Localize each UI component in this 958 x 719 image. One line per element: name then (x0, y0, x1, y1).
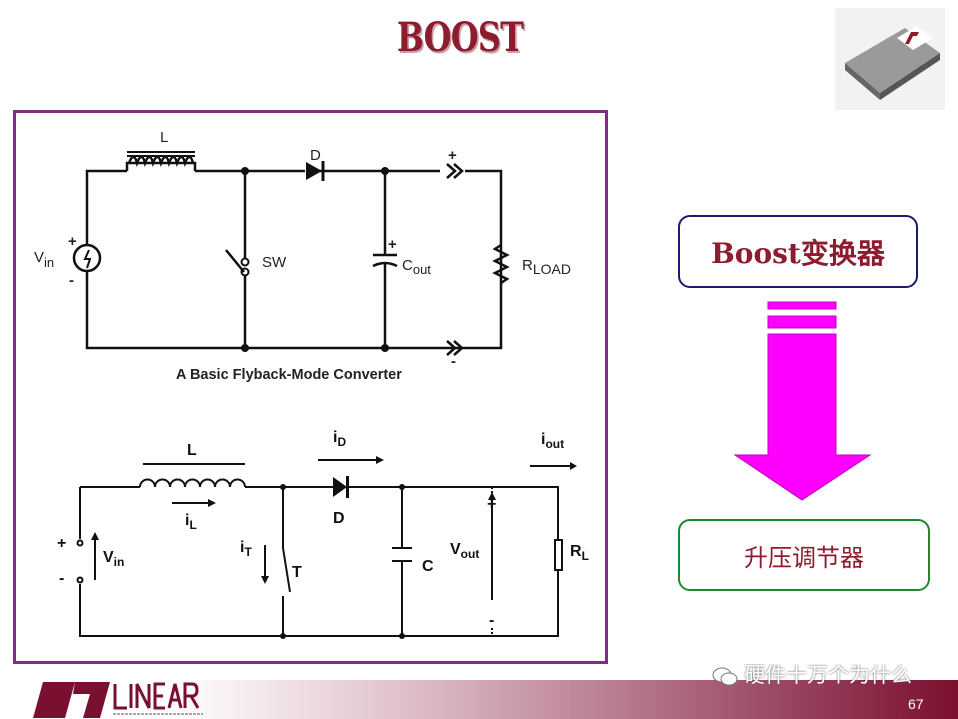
page-number: 67 (908, 696, 924, 712)
rl-label: RL (570, 543, 589, 563)
chip-image (835, 8, 945, 110)
vin2-minus: - (59, 570, 64, 587)
flyback-converter-circuit (72, 151, 510, 356)
diode-label: D (310, 147, 321, 164)
watermark-text: 硬件十万个为什么 (744, 664, 912, 687)
iout-label: iout (541, 431, 564, 451)
id-label: iD (333, 429, 346, 449)
footer-band (0, 680, 958, 719)
boost-converter-box: Boost变换器 (678, 215, 918, 288)
linear-technology-logo (33, 682, 203, 718)
inductor2-label: L (187, 442, 197, 459)
rload-label: RLOAD (522, 257, 571, 277)
vin2-label: Vin (103, 549, 124, 569)
down-arrow-icon (733, 301, 872, 501)
circuit-diagrams: L D + - + - Vin SW + Cout RLOAD A Basic … (34, 129, 589, 639)
vin-plus: + (68, 233, 77, 250)
cout-label: Cout (402, 257, 431, 277)
boost-converter-circuit (76, 459, 572, 637)
vin-label: Vin (34, 249, 54, 270)
vin2-plus: + (57, 535, 66, 552)
diode2-label: D (333, 510, 345, 527)
switch2-label: T (292, 564, 302, 581)
watermark: 硬件十万个为什么 (712, 664, 912, 688)
boost-regulator-box: 升压调节器 (678, 519, 930, 591)
wechat-icon (712, 667, 738, 686)
circuit-caption: A Basic Flyback-Mode Converter (176, 367, 402, 383)
circuit-frame (13, 110, 608, 664)
minus-label: - (451, 353, 456, 370)
vout-minus: - (489, 612, 494, 629)
vout-plus: + (487, 496, 496, 513)
inductor-label: L (160, 129, 168, 146)
it-label: iT (240, 539, 252, 559)
vin-minus: - (69, 272, 74, 289)
vout-label: Vout (450, 541, 479, 561)
cap-plus: + (388, 236, 397, 253)
slide-title: BOOST (396, 14, 524, 61)
switch-label: SW (262, 254, 287, 271)
plus-label: + (448, 147, 457, 164)
cap2-label: C (422, 558, 434, 575)
il-label: iL (185, 512, 197, 532)
